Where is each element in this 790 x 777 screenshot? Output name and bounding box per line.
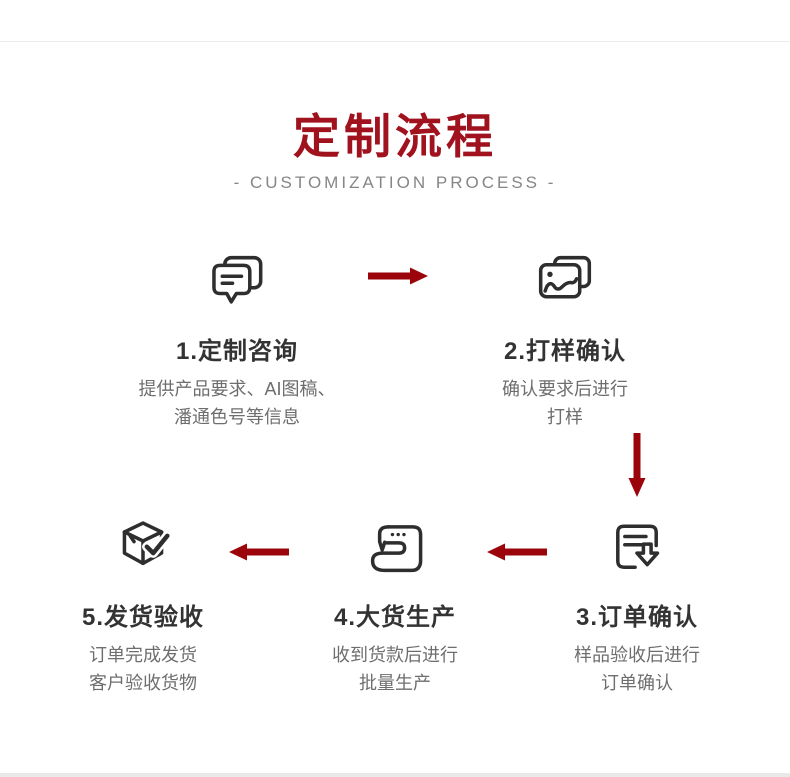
step-4-bulk-production: 4.大货生产 收到货款后进行 批量生产 — [275, 516, 515, 697]
step-title: 4.大货生产 — [333, 604, 456, 631]
step-title: 5.发货验收 — [81, 604, 204, 631]
step-2-sample-confirmation: 2.打样确认 确认要求后进行 打样 — [445, 250, 685, 431]
flow-arrow-right-icon — [366, 267, 428, 285]
bottom-bar — [0, 773, 790, 777]
step-description-line: 样品验收后进行 — [574, 645, 700, 665]
step-1-customization-inquiry: 1.定制咨询 提供产品要求、AI图稿、 潘通色号等信息 — [117, 250, 357, 431]
step-title: 3.订单确认 — [575, 604, 698, 631]
step-description-line: 打样 — [547, 407, 583, 427]
step-title: 1.定制咨询 — [175, 338, 298, 365]
page-subtitle: - CUSTOMIZATION PROCESS - — [233, 173, 557, 192]
step-description-line: 潘通色号等信息 — [174, 407, 300, 427]
flow-arrow-left-icon — [229, 543, 291, 561]
step-description-line: 客户验收货物 — [89, 673, 197, 693]
step-title: 2.打样确认 — [503, 338, 626, 365]
step-description: 提供产品要求、AI图稿、 潘通色号等信息 — [117, 375, 357, 431]
step-description-line: 订单完成发货 — [89, 645, 197, 665]
step-description-line: 收到货款后进行 — [332, 645, 458, 665]
step-5-shipping-acceptance: 5.发货验收 订单完成发货 客户验收货物 — [23, 516, 263, 697]
step-description: 收到货款后进行 批量生产 — [275, 641, 515, 697]
step-3-order-confirmation: 3.订单确认 样品验收后进行 订单确认 — [517, 516, 757, 697]
page-title: 定制流程 — [293, 110, 497, 163]
step-description-line: 确认要求后进行 — [502, 379, 628, 399]
step-description-line: 订单确认 — [601, 673, 673, 693]
top-divider — [0, 41, 790, 42]
sewing-machine-icon — [275, 516, 515, 580]
package-check-icon — [23, 516, 263, 580]
step-description: 样品验收后进行 订单确认 — [517, 641, 757, 697]
order-document-icon — [517, 516, 757, 580]
step-description: 订单完成发货 客户验收货物 — [23, 641, 263, 697]
flow-arrow-left-icon — [487, 543, 549, 561]
step-description-line: 提供产品要求、AI图稿、 — [138, 379, 336, 399]
flow-arrow-down-icon — [628, 431, 646, 497]
step-description-line: 批量生产 — [359, 673, 431, 693]
step-description: 确认要求后进行 打样 — [445, 375, 685, 431]
chat-bubbles-icon — [117, 250, 357, 314]
sample-image-icon — [445, 250, 685, 314]
